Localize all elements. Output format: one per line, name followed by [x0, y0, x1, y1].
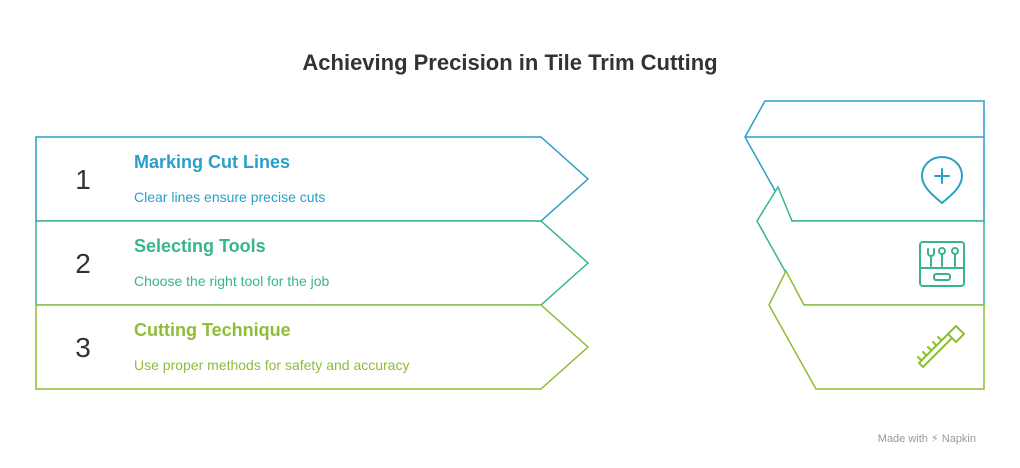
step-1-number: 1	[75, 164, 91, 195]
map-pin-plus-icon	[921, 156, 963, 204]
step-2-description: Choose the right tool for the job	[134, 273, 330, 289]
step-2-number: 2	[75, 248, 91, 279]
saw-icon	[917, 325, 965, 368]
step-3-title: Cutting Technique	[134, 320, 291, 340]
step-3-description: Use proper methods for safety and accura…	[134, 357, 410, 373]
step-3-number: 3	[75, 332, 91, 363]
step-1-description: Clear lines ensure precise cuts	[134, 189, 326, 205]
footer-credit: Made with ⚡ Napkin	[877, 433, 976, 445]
toolbox-icon	[919, 241, 965, 287]
step-1-title: Marking Cut Lines	[134, 152, 291, 172]
step-2-title: Selecting Tools	[134, 236, 266, 256]
step-3-banner	[35, 304, 590, 390]
step-1-banner	[35, 136, 590, 222]
page-title: Achieving Precision in Tile Trim Cutting	[302, 50, 718, 75]
step-2-banner	[35, 220, 590, 306]
